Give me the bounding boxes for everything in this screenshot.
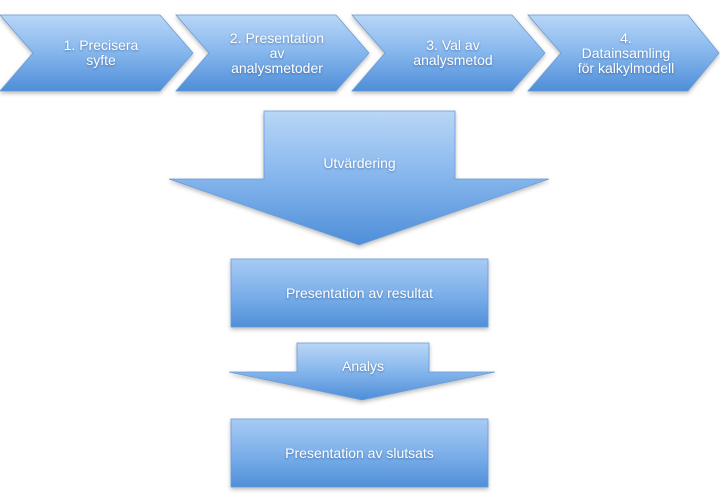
step-1-chevron: [0, 14, 194, 92]
analysis-arrow-label: Analys: [341, 357, 385, 374]
evaluation-arrow-label: Utvärdering: [323, 154, 396, 171]
conclusion-box-label: Presentation av slutsats: [285, 444, 434, 461]
step-1-label: 1. Precisera syfte: [63, 37, 139, 68]
step-3-label: 3. Val av analysmetod: [413, 37, 493, 68]
step-4-chevron: [527, 14, 720, 92]
step-2-label: 2. Presentation av analysmetoder: [229, 29, 325, 76]
step-4-label: 4. Datainsamling för kalkylmodell: [577, 29, 675, 76]
step-3-chevron: [351, 14, 546, 92]
conclusion-box: [230, 418, 489, 488]
evaluation-arrow: [168, 110, 550, 246]
results-box-label: Presentation av resultat: [285, 284, 434, 301]
step-2-chevron: [175, 14, 370, 92]
results-box: [230, 258, 489, 328]
analysis-arrow: [228, 342, 496, 401]
